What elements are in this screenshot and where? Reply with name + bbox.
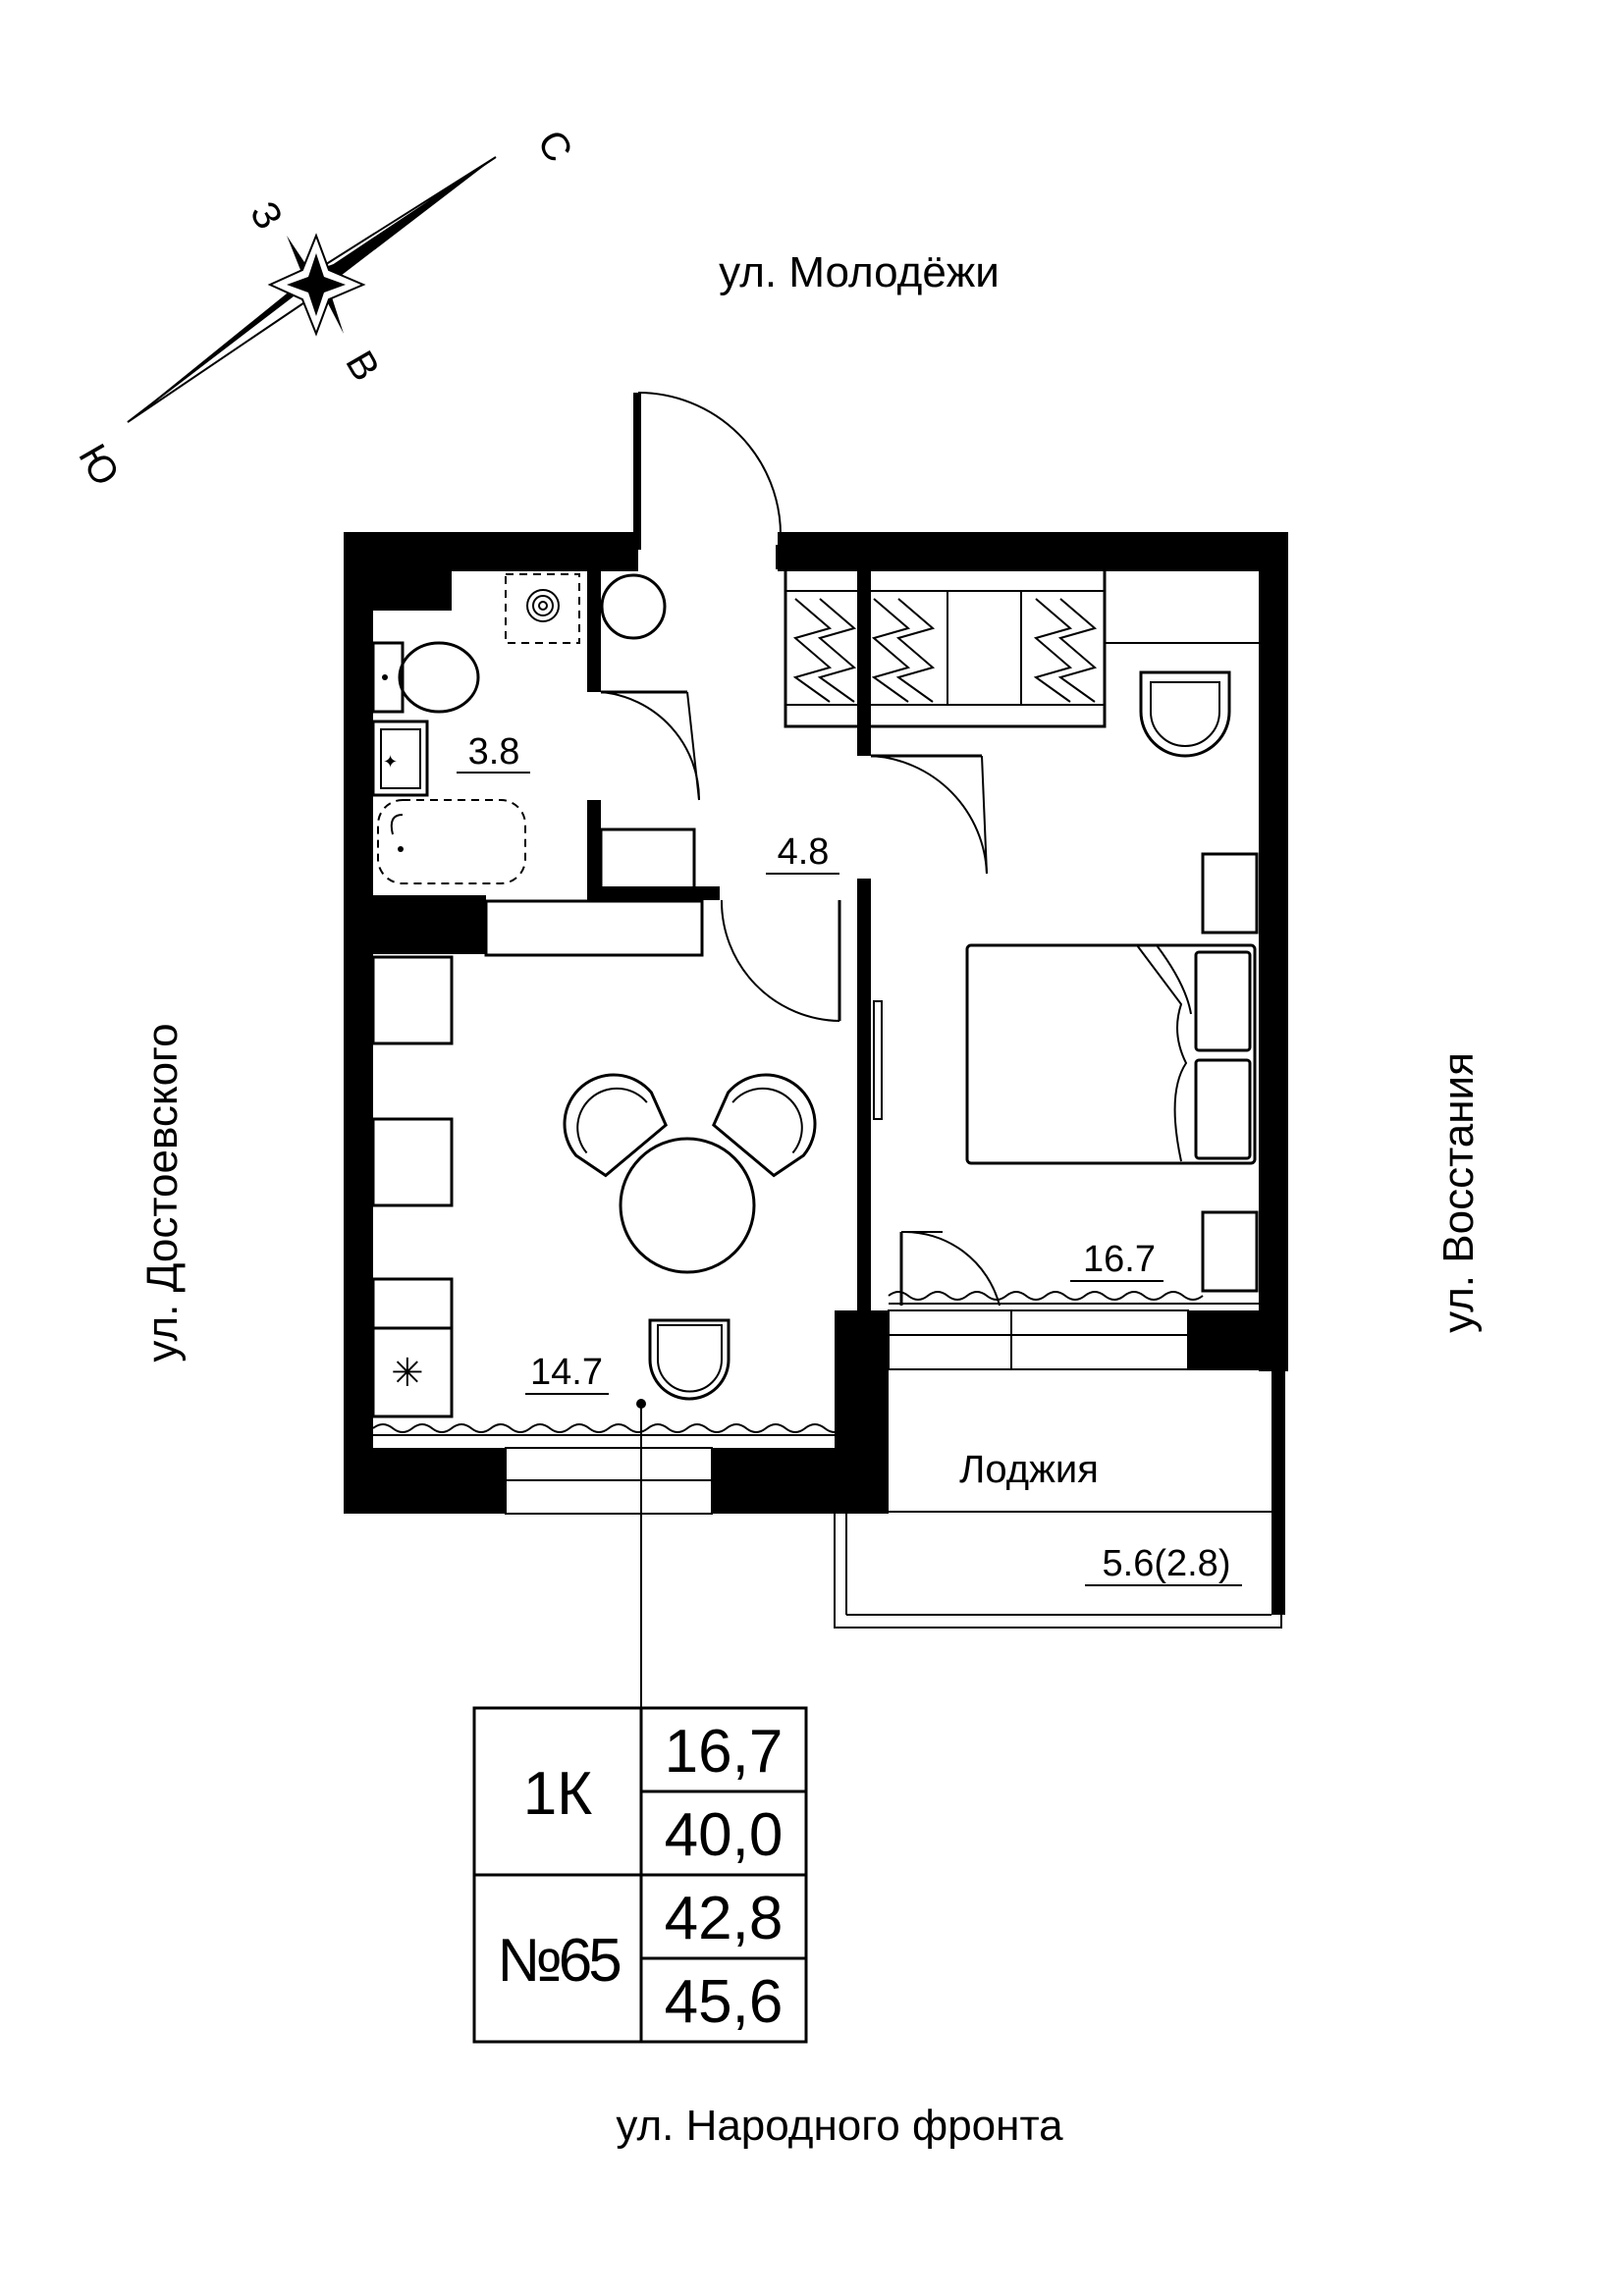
entry-door [636, 392, 782, 536]
boiler [600, 573, 667, 640]
loggia-area: 5.6(2.8) [1103, 1543, 1231, 1584]
loggia-label: Лоджия [959, 1448, 1099, 1491]
bed [965, 943, 1257, 1165]
compass-needle-outline [311, 156, 497, 274]
hall-cabinet [599, 828, 696, 892]
kitchen-counter-top [484, 899, 704, 957]
street-south: ул. Народного фронта [616, 2102, 1063, 2150]
summary-value-2: 40,0 [665, 1801, 784, 1869]
street-west: ул. Достоевского [138, 1023, 187, 1362]
hall-area: 4.8 [778, 831, 830, 873]
bathroom-area: 3.8 [468, 731, 520, 773]
kitchen-cabinet-1 [371, 955, 454, 1045]
kitchen-area: 14.7 [530, 1352, 603, 1393]
dining-table [619, 1137, 756, 1274]
toilet-tank [371, 641, 405, 714]
bedroom-chair [1139, 670, 1231, 758]
summary-value-1: 16,7 [665, 1718, 784, 1786]
kitchen-cabinet-3 [371, 1277, 454, 1330]
compass-star-core [287, 253, 346, 316]
street-east: ул. Восстания [1434, 1052, 1483, 1333]
bathroom: ✦ 3.8 [371, 573, 701, 884]
chair-1 [563, 1073, 668, 1178]
nightstand-top [1201, 852, 1259, 934]
svg-text:✦: ✦ [383, 752, 398, 773]
pillow-2 [1194, 1058, 1252, 1160]
bedroom-area: 16.7 [1083, 1239, 1156, 1280]
compass-label-west: З [242, 194, 291, 237]
compass-needle-south-outline [127, 286, 329, 423]
kitchen-stove [371, 1326, 454, 1418]
stove-icon: ✳ [391, 1351, 424, 1396]
toilet-bowl [398, 641, 480, 714]
apartment-number: №65 [497, 1927, 620, 1995]
chair-2 [712, 1073, 817, 1178]
wardrobe [784, 567, 1107, 728]
shower-tray [505, 573, 580, 644]
street-north: ул. Молодёжи [719, 248, 1000, 296]
kitchen-cabinet-2 [371, 1117, 454, 1207]
compass-label-south: Ю [70, 437, 127, 493]
compass-rose: С З В Ю [70, 124, 580, 494]
bedroom-window [888, 1309, 1189, 1370]
walls [344, 393, 1288, 1615]
sink [371, 720, 429, 797]
summary-value-4: 45,6 [665, 1968, 784, 2036]
summary-value-3: 42,8 [665, 1885, 784, 1952]
tv-panel [873, 1000, 883, 1120]
bedroom: 16.7 [784, 567, 1259, 1370]
loggia: Лоджия 5.6(2.8) [834, 1368, 1282, 1629]
kitchen: ✳ 14.7 [371, 899, 845, 1708]
nightstand-bottom [1201, 1210, 1259, 1293]
apartment-type: 1К [523, 1760, 593, 1828]
chair-3 [648, 1318, 730, 1401]
pillow-1 [1194, 950, 1252, 1052]
hallway: 4.8 [599, 754, 988, 1022]
summary-table: 1К №65 16,7 40,0 42,8 45,6 [472, 1706, 808, 2044]
bathtub [377, 799, 526, 884]
compass-needle-north [312, 157, 496, 289]
compass-label-north: С [529, 124, 581, 170]
loggia-railing [834, 1511, 1282, 1629]
compass-label-east: В [337, 344, 387, 388]
